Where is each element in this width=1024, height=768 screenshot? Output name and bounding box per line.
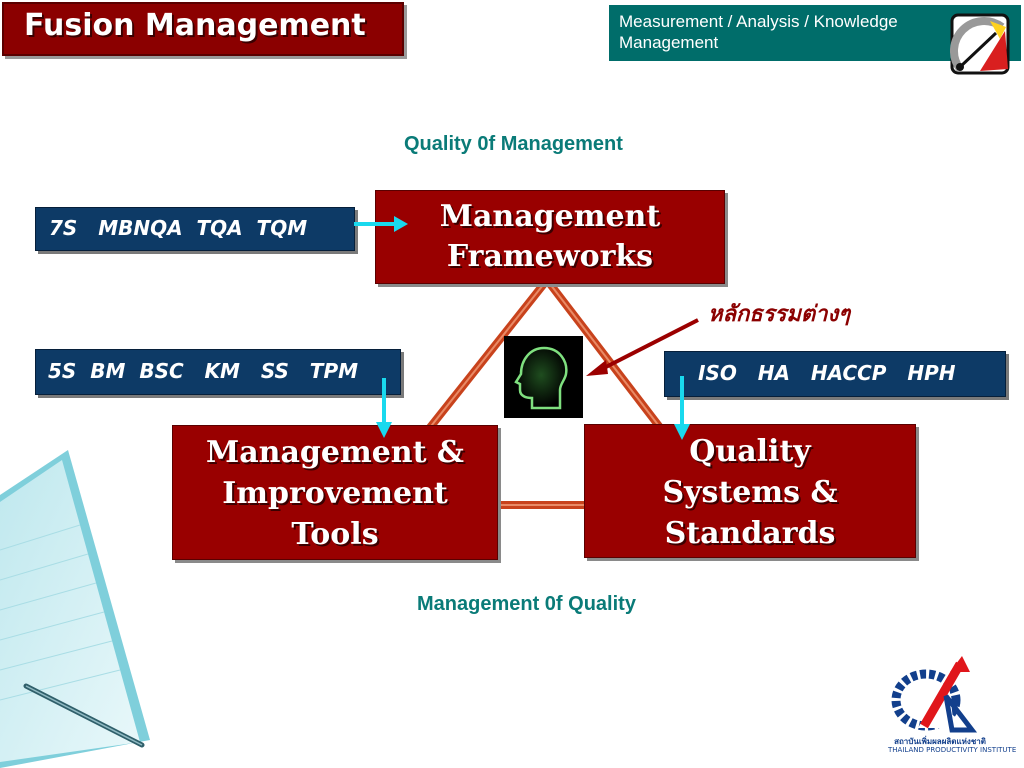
frameworks-line-1: Management bbox=[439, 199, 661, 234]
logo-thai-name: สถาบันเพิ่มผลผลิตแห่งชาติ bbox=[894, 737, 986, 746]
gauge-icon bbox=[950, 13, 1010, 75]
tag-7s-mbnqa: 7S MBNQA TQA TQM bbox=[35, 207, 355, 251]
tag-5s-tpm-text: 5S BM BSC KM SS TPM bbox=[48, 359, 359, 383]
tag-5s-tpm: 5S BM BSC KM SS TPM bbox=[35, 349, 401, 395]
title-banner bbox=[2, 2, 404, 56]
quality-systems-box: Quality Systems & Standards bbox=[584, 424, 916, 558]
head-silhouette-icon bbox=[504, 336, 583, 418]
bottom-label: Management 0f Quality bbox=[417, 593, 636, 615]
principles-label: หลักธรรมต่างๆ bbox=[708, 302, 851, 327]
arrow-to-frameworks bbox=[354, 216, 408, 232]
tag-7s-mbnqa-text: 7S MBNQA TQA TQM bbox=[49, 216, 308, 240]
tag-iso-hph-text: ISO HA HACCP HPH bbox=[698, 361, 956, 385]
arrow-to-tools bbox=[376, 378, 392, 438]
top-label: Quality 0f Management bbox=[404, 133, 623, 155]
principles-arrow bbox=[586, 318, 699, 376]
header-text: Measurement / Analysis / Knowledge Manag… bbox=[619, 12, 898, 52]
arrow-to-quality bbox=[674, 376, 690, 440]
tpi-logo bbox=[891, 656, 978, 733]
quality-line-3: Standards bbox=[664, 516, 836, 551]
management-tools-box: Management & Improvement Tools bbox=[172, 425, 498, 560]
management-frameworks-box: Management Frameworks bbox=[375, 190, 725, 284]
frameworks-line-2: Frameworks bbox=[446, 239, 654, 274]
page-title: Fusion Management bbox=[24, 8, 366, 43]
tools-line-2: Improvement bbox=[222, 476, 448, 511]
logo-english-name: THAILAND PRODUCTIVITY INSTITUTE bbox=[888, 746, 1017, 754]
quality-line-2: Systems & bbox=[662, 475, 838, 510]
tag-iso-hph: ISO HA HACCP HPH bbox=[664, 351, 1006, 397]
quality-line-1: Quality bbox=[689, 434, 811, 469]
tools-line-3: Tools bbox=[291, 517, 379, 552]
notepad-pen-icon bbox=[0, 450, 150, 768]
tools-line-1: Management & bbox=[206, 435, 464, 470]
